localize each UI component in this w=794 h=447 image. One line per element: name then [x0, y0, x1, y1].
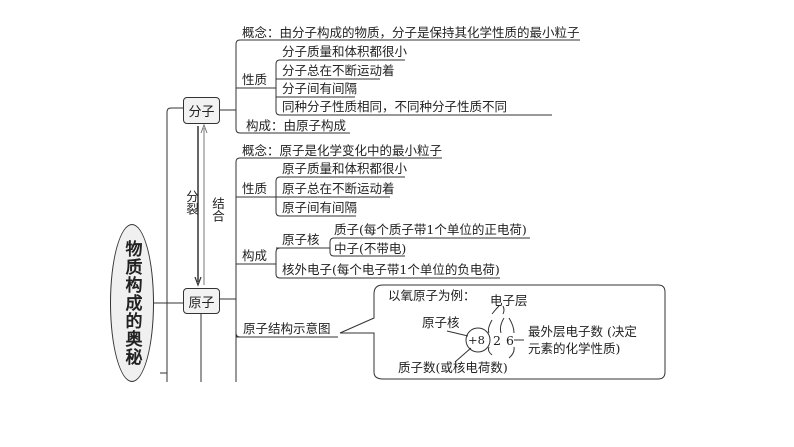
nucleus-charge: +8: [468, 333, 485, 347]
shell-label: 电子层: [490, 293, 528, 308]
molecule-property: 分子总在不断运动着: [282, 63, 395, 78]
outer-note: 最外层电子数 (决定: [528, 324, 637, 339]
molecule-properties-label: 性质: [242, 72, 268, 87]
proton-item: 质子(每个质子带1个单位的正电荷): [334, 222, 527, 237]
atom-property: 原子间有间隔: [282, 200, 358, 215]
atom-concept: 概念：原子是化学变化中的最小粒子: [242, 143, 443, 158]
atom-composition-label: 构成: [242, 248, 268, 263]
molecule-property: 分子间有间隔: [282, 81, 358, 96]
molecule-property: 分子质量和体积都很小: [282, 44, 408, 59]
shell-electrons: 2: [493, 333, 501, 348]
electron-item: 核外电子(每个电子带1个单位的负电荷): [282, 262, 500, 277]
molecule-property: 同种分子性质相同，不同种分子性质不同: [282, 99, 508, 114]
atom-node: 原子: [183, 288, 220, 314]
atom-properties-label: 性质: [242, 181, 268, 196]
nucleus-label: 原子核: [282, 232, 320, 247]
combine-label: 结合: [210, 197, 225, 222]
molecule-concept: 概念：由分子构成的物质，分子是保持其化学性质的最小粒子: [242, 25, 580, 40]
example-title: 以氧原子为例：: [388, 288, 476, 303]
shell-electrons: 6: [506, 333, 514, 348]
root-node: 物质构成的奥秘: [110, 224, 154, 382]
proton-note: 质子数(或核电荷数): [398, 360, 508, 375]
atom-diagram-label: 原子结构示意图: [243, 321, 331, 336]
atom-property: 原子总在不断运动着: [282, 181, 395, 196]
example-nucleus-label: 原子核: [422, 315, 460, 330]
neutron-item: 中子(不带电): [334, 241, 407, 256]
split-label: 分裂: [184, 190, 199, 215]
molecule-node: 分子: [183, 97, 220, 124]
atom-property: 原子质量和体积都很小: [282, 161, 408, 176]
outer-note: 元素的化学性质): [528, 341, 621, 356]
molecule-composition: 构成：由原子构成: [246, 118, 347, 133]
